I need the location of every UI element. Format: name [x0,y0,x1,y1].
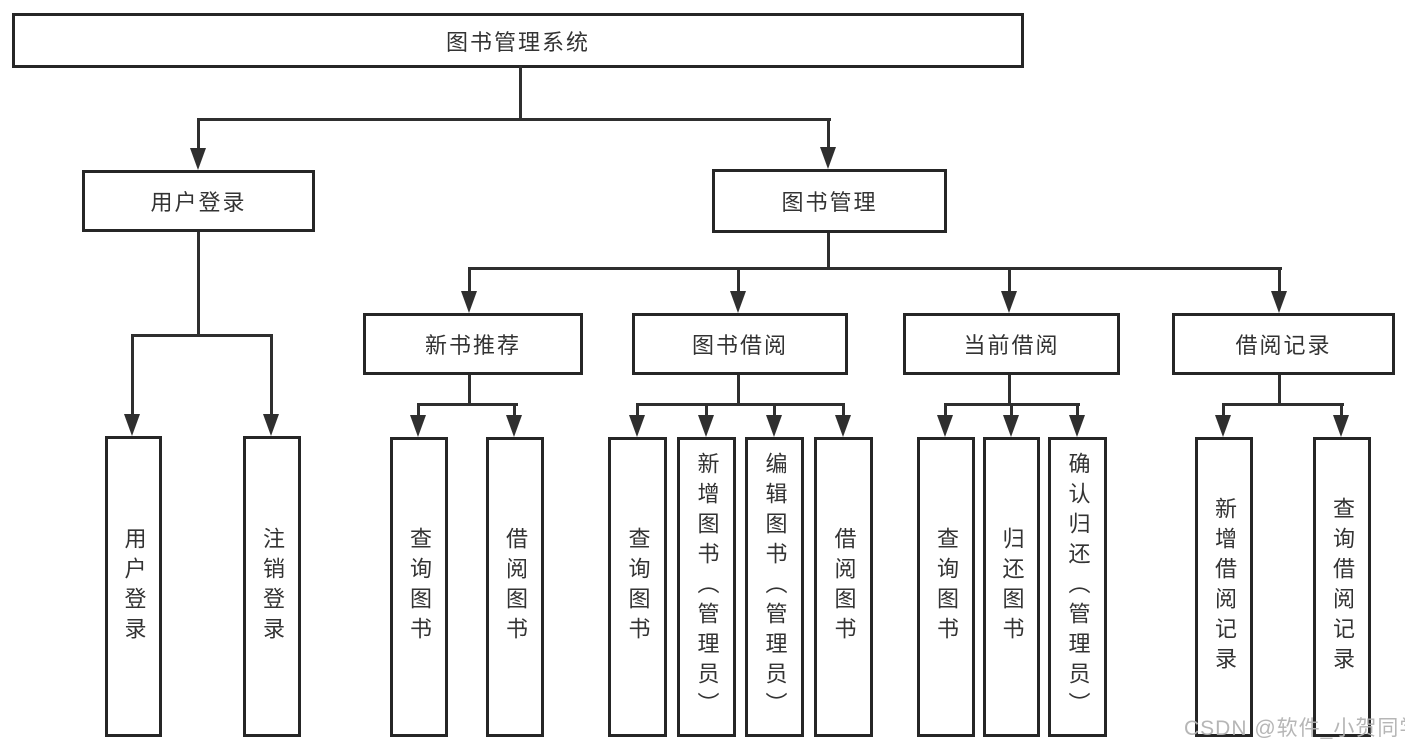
connector-drop [131,334,134,416]
node-user-login-leaf: 用户登录 [105,436,162,737]
node-current-borrowing-label: 当前借阅 [963,333,1060,358]
connector-drop [773,403,776,416]
arrow-down [937,415,953,437]
connector-userlogin-rail [131,334,273,337]
arrow-down [629,415,645,437]
connector-root-rail [197,118,831,121]
node-query-borrow-record: 查询借阅记录 [1313,437,1371,737]
arrow-down [461,291,477,313]
node-new-book-recommendation-label: 新书推荐 [424,333,521,358]
connector-group-rail [417,403,518,406]
node-borrow-books: 借阅图书 [814,437,873,737]
connector-drop [1076,403,1079,416]
node-borrow-books-label: 借阅图书 [831,527,857,647]
connector-group-stem [737,375,740,406]
node-borrowing-records-label: 借阅记录 [1235,333,1332,358]
connector-group-stem [1278,375,1281,406]
connector-group-stem [1008,375,1011,406]
node-logout-label: 注销登录 [260,526,285,647]
arrow-down [1271,291,1287,313]
node-query-books-borrow: 查询图书 [608,437,667,737]
arrow-down [506,415,522,437]
node-borrow-books-recommend: 借阅图书 [486,437,544,737]
connector-userlogin-stem [197,232,200,336]
connector-drop [1278,267,1281,294]
node-add-books-admin: 新增图书（管理员） [677,437,736,737]
node-query-borrow-record-label: 查询借阅记录 [1330,497,1355,677]
connector-drop [1010,403,1013,416]
node-query-books-recommend: 查询图书 [390,437,448,737]
arrow-down [124,414,140,436]
node-query-books-recommend-label: 查询图书 [407,527,432,647]
arrow-down [410,415,426,437]
node-user-login-leaf-label: 用户登录 [121,526,147,647]
node-borrow-books-recommend-label: 借阅图书 [503,527,528,647]
connector-drop [1222,403,1225,416]
arrow-down [1001,291,1017,313]
connector-group-rail [1222,403,1344,406]
node-root: 图书管理系统 [12,13,1024,68]
arrow-down [820,147,836,169]
node-confirm-return-admin: 确认归还（管理员） [1048,437,1107,737]
arrow-down [263,414,279,436]
arrow-down [1069,415,1085,437]
node-add-borrow-record-label: 新增借阅记录 [1212,497,1237,677]
arrow-down [766,415,782,437]
connector-drop [270,334,273,416]
arrow-down [1333,415,1349,437]
node-book-management-label: 图书管理 [781,190,878,215]
node-edit-books-admin: 编辑图书（管理员） [745,437,804,737]
connector-drop [197,118,200,152]
connector-drop [513,403,516,416]
node-query-books-current: 查询图书 [917,437,975,737]
connector-group-stem [468,375,471,406]
csdn-watermark: CSDN @软件_小贺同学 [1184,717,1405,740]
node-current-borrowing: 当前借阅 [903,313,1120,375]
node-add-books-admin-label: 新增图书（管理员） [694,452,720,722]
node-user-login-branch-label: 用户登录 [150,190,247,215]
arrow-down [730,291,746,313]
arrow-down [190,148,206,170]
node-book-borrowing-label: 图书借阅 [691,333,788,358]
arrow-down [1003,415,1019,437]
connector-drop [705,403,708,416]
node-confirm-return-admin-label: 确认归还（管理员） [1065,452,1091,722]
node-user-login-branch: 用户登录 [82,170,315,232]
connector-drop [1008,267,1011,294]
arrow-down [1215,415,1231,437]
connector-drop [417,403,420,416]
node-logout: 注销登录 [243,436,301,737]
node-add-borrow-record: 新增借阅记录 [1195,437,1253,737]
node-book-management: 图书管理 [712,169,947,233]
connector-drop [842,403,845,416]
node-book-borrowing: 图书借阅 [632,313,848,375]
connector-drop [1340,403,1343,416]
connector-drop [468,267,471,294]
connector-bookmgmt-rail [468,267,1282,270]
connector-drop [636,403,639,416]
node-query-books-current-label: 查询图书 [934,527,959,647]
connector-root-stem [519,66,522,120]
connector-drop [737,267,740,294]
connector-bookmgmt-stem [827,233,830,270]
node-new-book-recommendation: 新书推荐 [363,313,583,375]
arrow-down [698,415,714,437]
connector-drop [827,118,830,151]
node-query-books-borrow-label: 查询图书 [625,527,651,647]
node-return-books: 归还图书 [983,437,1040,737]
node-borrowing-records: 借阅记录 [1172,313,1395,375]
connector-group-rail [636,403,845,406]
node-return-books-label: 归还图书 [999,527,1025,647]
connector-drop [944,403,947,416]
node-root-label: 图书管理系统 [445,29,590,55]
arrow-down [835,415,851,437]
node-edit-books-admin-label: 编辑图书（管理员） [762,452,788,722]
